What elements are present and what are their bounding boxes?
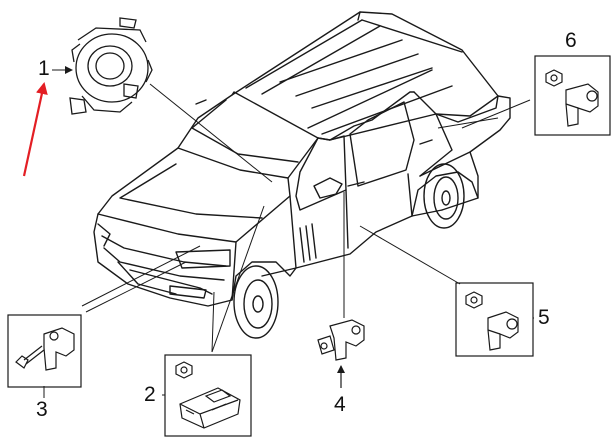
part-box-5	[455, 282, 534, 357]
callout-label-3: 3	[36, 398, 48, 421]
leader-lines	[43, 69, 534, 398]
impact-sensor-part-4	[317, 319, 365, 361]
callout-label-4: 4	[334, 393, 346, 416]
part-box-6	[534, 55, 611, 136]
callout-label-2: 2	[144, 383, 156, 406]
vehicle-outline	[93, 11, 511, 339]
impact-sensor-part-6	[545, 69, 599, 127]
clockspring-part	[69, 17, 153, 115]
control-module-part-2	[175, 361, 241, 429]
impact-sensor-part-5	[465, 291, 519, 351]
highlight-arrow	[22, 82, 48, 177]
impact-sensor-part-3	[15, 327, 75, 371]
callout-label-5: 5	[538, 306, 550, 329]
callout-label-6: 6	[565, 29, 577, 52]
callout-label-1: 1	[38, 57, 50, 80]
